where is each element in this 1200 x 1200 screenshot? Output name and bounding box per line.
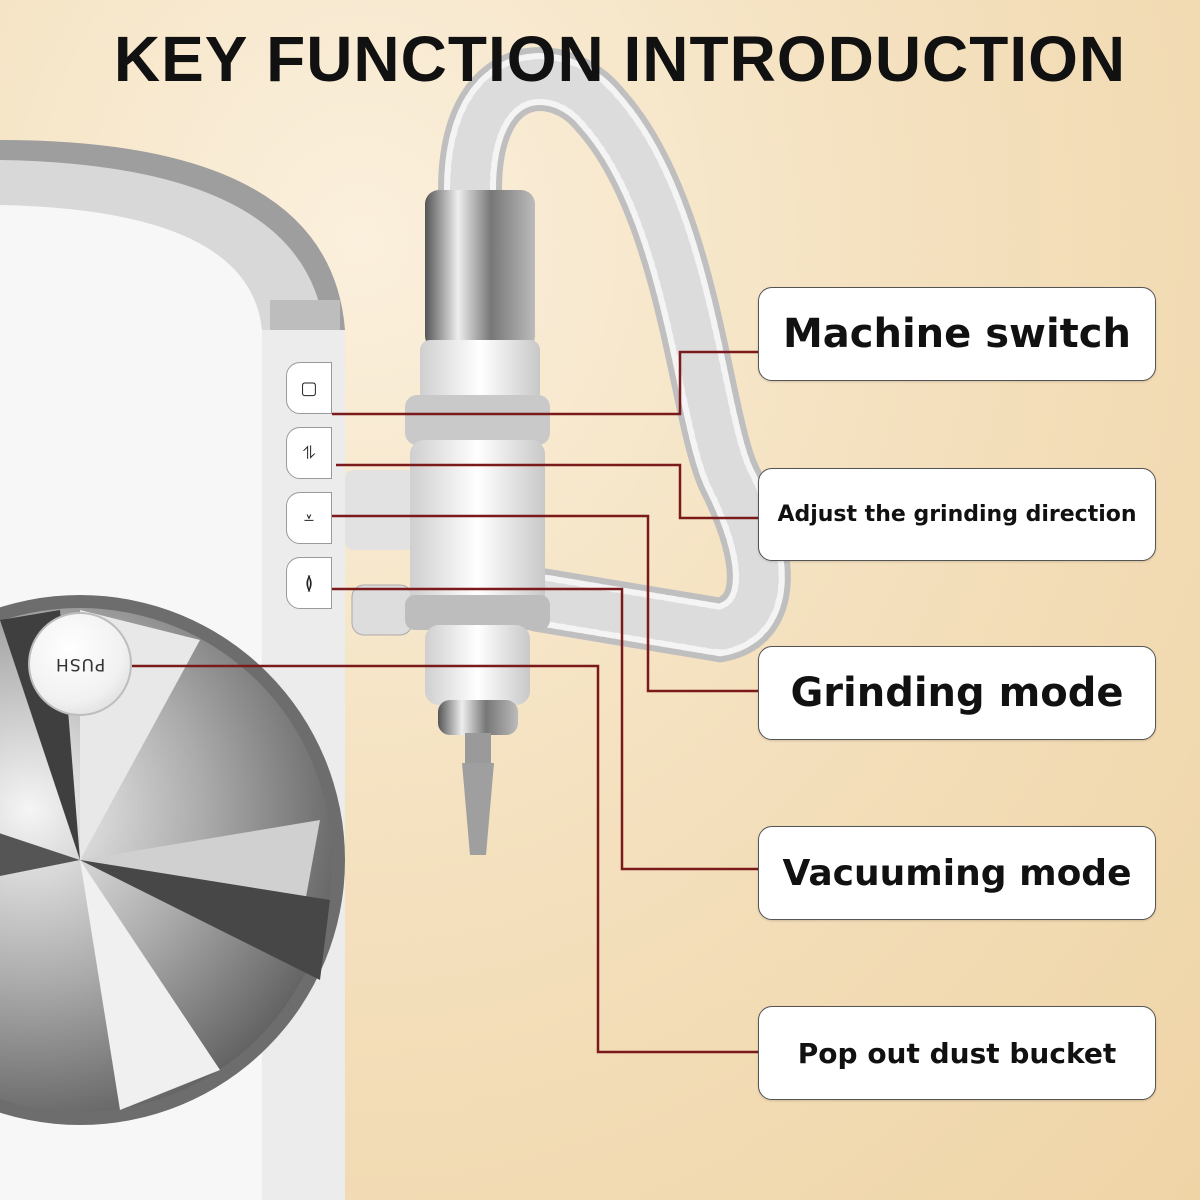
grinding-mode-button[interactable]: ⩡ xyxy=(286,492,332,544)
grinding-direction-button[interactable]: ⥮ xyxy=(286,427,332,479)
side-slot xyxy=(351,584,413,636)
callout-dust-bucket: Pop out dust bucket xyxy=(758,1006,1156,1100)
vacuuming-mode-button[interactable]: ≬ xyxy=(286,557,332,609)
dust-bucket-disk xyxy=(0,595,345,1125)
machine-switch-button[interactable]: ▢ xyxy=(286,362,332,414)
callout-vacuuming-mode: Vacuuming mode xyxy=(758,826,1156,920)
suction-hose xyxy=(438,47,791,663)
callout-grinding-direction: Adjust the grinding direction xyxy=(758,468,1156,561)
leader-lines xyxy=(132,350,758,1054)
grind-mode-icon: ⩡ xyxy=(303,507,315,529)
drill-handpiece xyxy=(405,190,550,855)
square-power-icon: ▢ xyxy=(300,377,318,399)
rotate-direction-icon: ⥮ xyxy=(302,442,316,464)
callout-machine-switch: Machine switch xyxy=(758,287,1156,381)
vacuum-mode-icon: ≬ xyxy=(304,572,314,594)
callout-label: Adjust the grinding direction xyxy=(777,502,1137,527)
push-label: PUSH xyxy=(54,654,106,674)
side-knob xyxy=(345,470,415,550)
callout-label: Grinding mode xyxy=(790,670,1124,716)
callout-label: Machine switch xyxy=(782,311,1131,357)
callout-grinding-mode: Grinding mode xyxy=(758,646,1156,740)
callout-label: Pop out dust bucket xyxy=(797,1036,1117,1070)
callout-label: Vacuuming mode xyxy=(782,852,1132,894)
page-title: KEY FUNCTION INTRODUCTION xyxy=(113,23,1127,95)
push-button[interactable]: PUSH xyxy=(28,612,132,716)
